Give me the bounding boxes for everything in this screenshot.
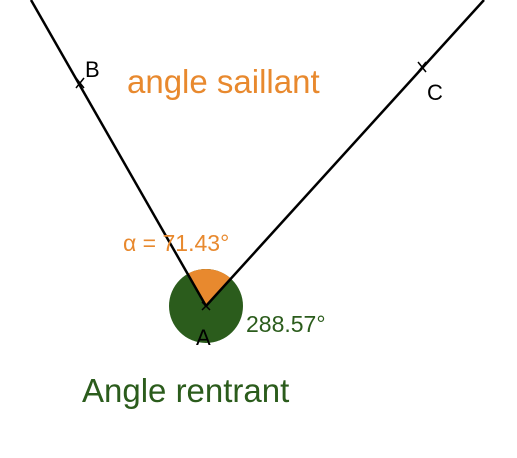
point-c-label: C [427, 80, 443, 105]
salient-angle-value: α = 71.43° [123, 230, 229, 256]
ray-ac [205, 0, 485, 307]
point-b-marker [75, 77, 85, 89]
salient-angle-title: angle saillant [127, 63, 320, 100]
ray-ab [29, 0, 208, 307]
reentrant-angle-title: Angle rentrant [82, 372, 289, 409]
point-c-marker [417, 61, 427, 73]
salient-angle-marker [187, 269, 231, 306]
point-a-marker [201, 301, 211, 311]
point-a-label: A [196, 325, 211, 350]
point-b-label: B [85, 57, 100, 82]
reentrant-angle-value: 288.57° [246, 311, 326, 337]
